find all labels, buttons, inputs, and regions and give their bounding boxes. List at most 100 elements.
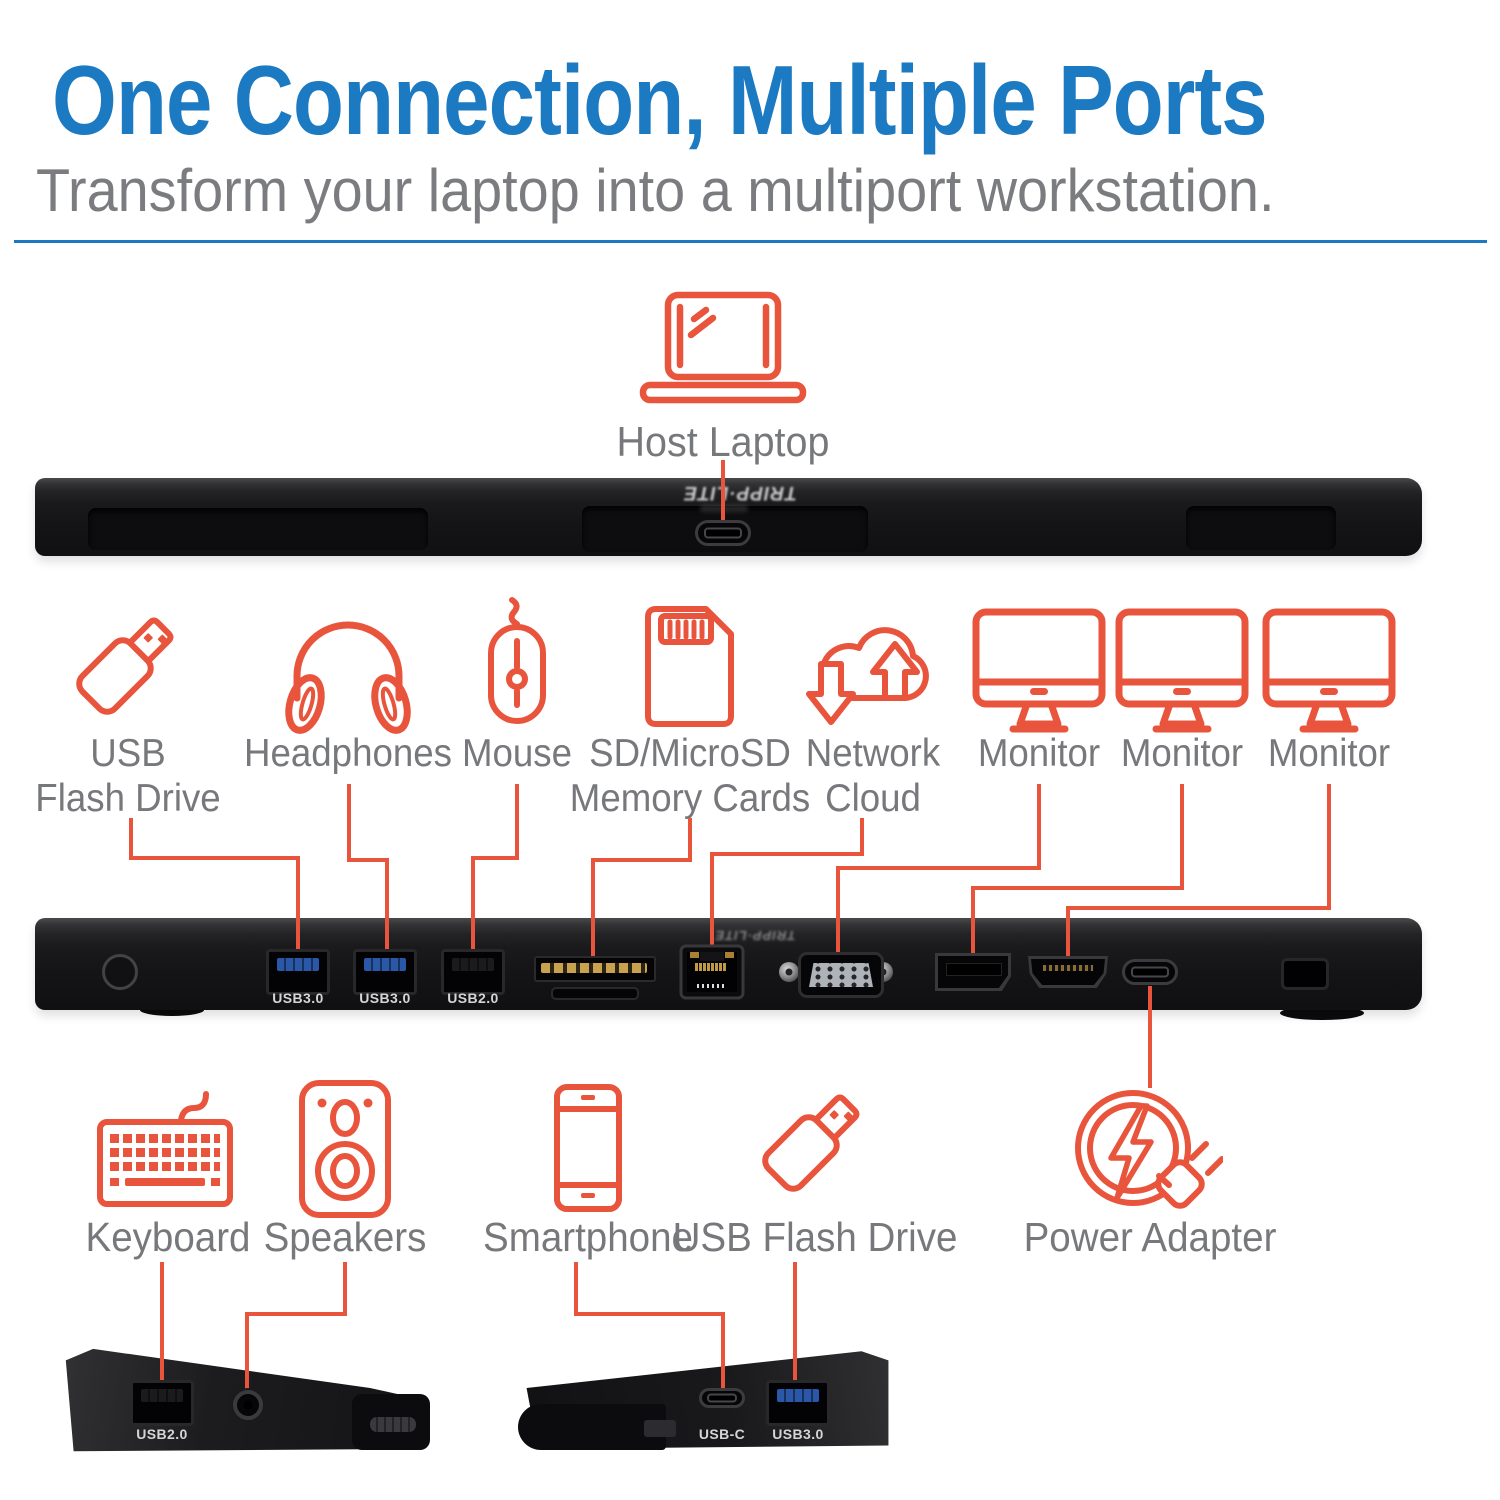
line-mouse-v1 xyxy=(515,784,519,860)
line-cloud-h xyxy=(710,852,864,856)
usb3-tongue xyxy=(364,958,406,971)
line-sd-h xyxy=(591,858,692,862)
right-dock-usbc-cable-tip xyxy=(644,1420,676,1437)
line-monitor2-v1 xyxy=(1180,784,1184,890)
displayport-inner xyxy=(938,956,1008,988)
usb-flash-drive-2-label: USB Flash Drive xyxy=(672,1214,958,1260)
rear-usb2-label: USB2.0 xyxy=(447,990,499,1006)
dock-front-view xyxy=(35,478,1422,556)
keyboard-label: Keyboard xyxy=(85,1214,251,1260)
side-usbc-label: USB-C xyxy=(698,1426,746,1442)
headphones-icon xyxy=(273,598,423,748)
line-cloud-v1 xyxy=(860,818,864,856)
monitor-1-label: Monitor xyxy=(977,732,1101,775)
line-monitor3-v1 xyxy=(1327,784,1331,910)
sd-slot-pins xyxy=(541,963,647,973)
hdmi-port xyxy=(1028,956,1108,988)
usb-flash-drive-icon xyxy=(63,600,192,729)
page-subtitle: Transform your laptop into a multiport w… xyxy=(36,157,1275,224)
mouse-icon xyxy=(472,595,562,745)
side-usb2-port xyxy=(130,1380,194,1426)
rear-usb2-port xyxy=(441,949,505,995)
ethernet-port xyxy=(679,944,745,1000)
line-monitor1-v2 xyxy=(836,866,840,962)
host-laptop-label: Host Laptop xyxy=(616,418,830,465)
power-adapter-label: Power Adapter xyxy=(1023,1214,1277,1260)
header-divider xyxy=(14,240,1487,243)
line-headphones-h xyxy=(347,858,389,862)
line-flash2-v xyxy=(793,1262,797,1390)
sd-card-label-1: SD/MicroSD xyxy=(589,732,791,775)
line-smartphone-v2 xyxy=(721,1312,725,1396)
keyboard-icon xyxy=(95,1082,235,1214)
line-sd-v2 xyxy=(591,858,595,960)
rear-usb3-port-1 xyxy=(266,949,330,995)
network-cloud-icon xyxy=(803,600,943,730)
line-mouse-v2 xyxy=(471,856,475,965)
speakers-label: Speakers xyxy=(263,1214,427,1260)
monitor-2-icon xyxy=(1112,605,1252,737)
front-recess-left xyxy=(88,508,428,550)
line-mouse-h xyxy=(471,856,519,860)
line-cloud-v2 xyxy=(710,852,714,962)
right-dock-usbc-cable xyxy=(518,1404,666,1450)
network-cloud-label-1: Network xyxy=(805,732,941,775)
line-monitor2-v2 xyxy=(971,886,975,964)
displayport-port xyxy=(935,953,1011,991)
sd-card-icon xyxy=(635,602,745,732)
front-recess-right xyxy=(1186,506,1336,550)
speakers-icon xyxy=(295,1078,395,1220)
rear-usb3-port-2 xyxy=(353,949,417,995)
headphones-label: Headphones xyxy=(244,732,452,775)
audio-jack-port xyxy=(233,1390,263,1420)
security-lock-slot xyxy=(1281,958,1329,990)
line-flash-v1 xyxy=(129,818,133,860)
monitor-2-label: Monitor xyxy=(1120,732,1244,775)
usb2-tongue xyxy=(141,1389,183,1402)
line-speakers-h xyxy=(245,1312,347,1316)
usb3-tongue xyxy=(777,1389,819,1402)
mouse-label: Mouse xyxy=(461,732,573,775)
line-monitor3-v2 xyxy=(1066,906,1070,964)
usb-flash-drive-2-icon xyxy=(749,1077,878,1206)
line-smartphone-v1 xyxy=(574,1262,578,1316)
line-flash-v2 xyxy=(296,856,300,965)
line-monitor2-h xyxy=(971,886,1184,890)
line-monitor3-h xyxy=(1066,906,1331,910)
monitor-3-label: Monitor xyxy=(1267,732,1391,775)
line-host-to-usbc xyxy=(721,460,725,538)
hdmi-inner xyxy=(1031,959,1105,985)
rear-usbc-port xyxy=(1122,959,1178,985)
sd-card-slot xyxy=(534,956,656,982)
monitor-1-icon xyxy=(969,605,1109,737)
sd-card-label-2: Memory Cards xyxy=(569,777,811,820)
smartphone-label: Smartphone xyxy=(483,1214,693,1260)
line-speakers-v2 xyxy=(245,1312,249,1400)
line-speakers-v1 xyxy=(343,1262,347,1316)
left-dock-usbc-plug-tip xyxy=(370,1417,416,1432)
network-cloud-label-2: Cloud xyxy=(825,777,921,820)
front-usbc-port xyxy=(695,520,751,546)
displayport-slot xyxy=(946,963,1002,976)
line-keyboard-v xyxy=(160,1262,164,1405)
host-laptop-icon xyxy=(638,290,808,416)
monitor-3-icon xyxy=(1259,605,1399,737)
line-usbc-to-power xyxy=(1148,986,1152,1088)
vga-face xyxy=(809,963,873,987)
front-dock-logo: TRIPP·LITE xyxy=(683,482,797,503)
page-title: One Connection, Multiple Ports xyxy=(52,45,1268,155)
line-flash-h xyxy=(129,856,300,860)
line-monitor1-h xyxy=(836,866,1041,870)
line-sd-v1 xyxy=(688,818,692,862)
vga-screw-left xyxy=(779,962,799,982)
hdmi-pins xyxy=(1043,965,1093,971)
microsd-slot xyxy=(551,987,639,1000)
line-monitor1-v1 xyxy=(1037,784,1041,870)
line-headphones-v1 xyxy=(347,784,351,862)
side-usbc-port xyxy=(699,1388,745,1408)
line-headphones-v2 xyxy=(385,858,389,965)
rear-usb3-label-2: USB3.0 xyxy=(359,990,411,1006)
usb-flash-drive-label-2: Flash Drive xyxy=(35,777,221,820)
power-button xyxy=(102,954,138,990)
